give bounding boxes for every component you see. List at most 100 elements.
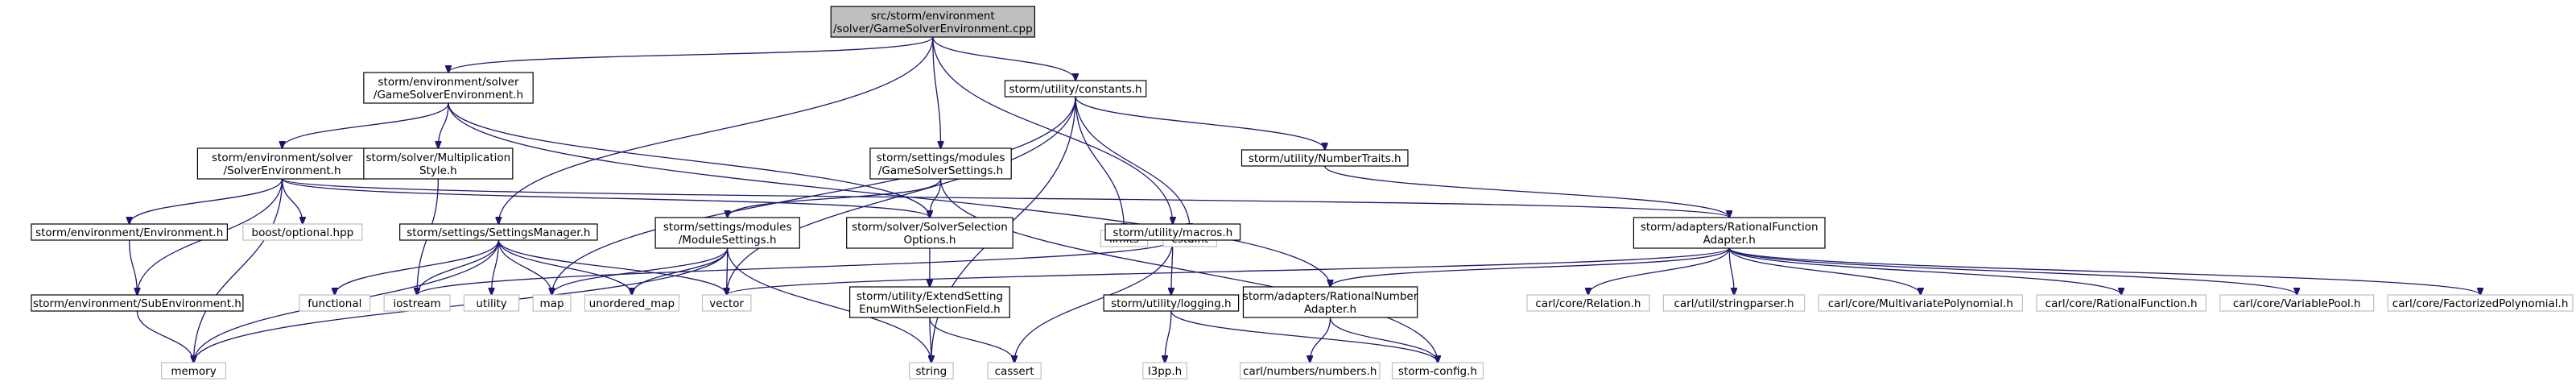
edge-logging-to-l3pp [1165, 310, 1172, 363]
node-box [1239, 362, 1381, 380]
edge-gse_h-to-rna [448, 102, 1331, 287]
edge-se_h-to-boostopt [281, 178, 303, 224]
node-label: carl/core/FactorizedPolynomial.h [2392, 297, 2569, 310]
node-label: storm/solver/SolverSelection [852, 221, 1008, 234]
edge-settingsmgr-to-functional [335, 239, 499, 295]
edge-root-to-constants [932, 36, 1075, 81]
node-box [909, 362, 954, 380]
graph-node-ratfunc: carl/core/RationalFunction.h [2036, 294, 2207, 312]
edge-gss-to-modset [728, 178, 942, 218]
graph-node-settingsmgr[interactable]: storm/settings/SettingsManager.h [399, 223, 598, 241]
node-label: carl/core/Relation.h [1535, 297, 1641, 310]
edge-rna-to-numbers [1310, 317, 1331, 363]
node-label: /SolverEnvironment.h [224, 164, 341, 177]
graph-node-strparser: carl/util/stringparser.h [1662, 294, 1806, 312]
node-box [161, 362, 227, 380]
node-box [383, 294, 451, 312]
node-label: carl/core/MultivariatePolynomial.h [1828, 297, 2013, 310]
edge-env-to-subenv [129, 239, 138, 295]
edge-se_h-to-solversel [281, 178, 930, 218]
node-label: storm/utility/logging.h [1111, 297, 1231, 310]
graph-node-varpool: carl/core/VariablePool.h [2219, 294, 2375, 312]
node-box [299, 294, 371, 312]
edge-gss-to-solversel [930, 178, 942, 218]
node-label: storm/utility/macros.h [1113, 226, 1232, 239]
node-label: carl/util/stringparser.h [1674, 297, 1794, 310]
graph-node-env[interactable]: storm/environment/Environment.h [31, 223, 229, 241]
edge-logging-to-stormcfg [1170, 310, 1438, 363]
node-box [1242, 286, 1418, 318]
node-box [654, 217, 800, 249]
node-label: src/storm/environment [871, 10, 995, 23]
node-label: unordered_map [589, 297, 675, 310]
edge-se_h-to-rfa [281, 178, 1730, 218]
node-label: storm/utility/NumberTraits.h [1249, 152, 1402, 165]
node-label: Adapter.h [1703, 234, 1756, 247]
edge-rfa-to-relation [1588, 247, 1730, 295]
nodes-layer: src/storm/environment/solver/GameSolverE… [31, 6, 2574, 380]
graph-node-subenv[interactable]: storm/environment/SubEnvironment.h [31, 294, 244, 312]
node-label: storm/environment/solver [212, 151, 353, 164]
edge-rfa-to-strparser [1728, 247, 1734, 295]
graph-node-memory: memory [161, 362, 227, 380]
node-box [463, 294, 520, 312]
node-label: /GameSolverSettings.h [878, 164, 1003, 177]
edge-se_h-to-env [130, 178, 283, 224]
node-box [2387, 294, 2574, 312]
node-label: iostream [393, 297, 440, 310]
node-label: storm/settings/modules [663, 221, 792, 234]
node-label: string [915, 365, 947, 378]
edge-settingsmgr-to-vector [497, 239, 726, 295]
graph-node-functional: functional [299, 294, 371, 312]
graph-node-iostream: iostream [383, 294, 451, 312]
graph-node-gse_h[interactable]: storm/environment/solver/GameSolverEnvir… [363, 72, 534, 104]
graph-node-gss[interactable]: storm/settings/modules/GameSolverSetting… [869, 147, 1012, 180]
edge-macros-to-iostream [417, 239, 1174, 295]
node-box [987, 362, 1042, 380]
node-label: vector [709, 297, 744, 310]
graph-node-stormcfg: storm-config.h [1391, 362, 1484, 380]
node-label: storm/settings/SettingsManager.h [407, 226, 590, 239]
graph-node-extsel[interactable]: storm/utility/ExtendSettingEnumWithSelec… [848, 286, 1010, 318]
node-label: l3pp.h [1148, 365, 1182, 378]
graph-node-relation: carl/core/Relation.h [1526, 294, 1650, 312]
node-box [31, 223, 229, 241]
edge-rfa-to-ratfunc [1728, 247, 2121, 295]
node-box [196, 147, 368, 180]
graph-node-logging[interactable]: storm/utility/logging.h [1103, 294, 1240, 312]
edge-modset-to-string [727, 247, 931, 363]
node-box [1391, 362, 1484, 380]
edge-rfa-to-rna [1331, 247, 1730, 287]
graph-node-modset[interactable]: storm/settings/modules/ModuleSettings.h [654, 217, 800, 249]
node-label: carl/core/VariablePool.h [2233, 297, 2361, 310]
node-box [1103, 294, 1240, 312]
node-label: carl/core/RationalFunction.h [2046, 297, 2198, 310]
node-label: memory [171, 365, 216, 378]
edge-root-to-gse_h [448, 36, 934, 73]
edge-rfa-to-vector [727, 247, 1730, 295]
graph-node-se_h[interactable]: storm/environment/solver/SolverEnvironme… [196, 147, 368, 180]
graph-node-numtraits[interactable]: storm/utility/NumberTraits.h [1241, 149, 1409, 167]
graph-node-numbers: carl/numbers/numbers.h [1239, 362, 1381, 380]
graph-node-root[interactable]: src/storm/environment/solver/GameSolverE… [830, 6, 1036, 38]
graph-node-macros[interactable]: storm/utility/macros.h [1104, 223, 1241, 241]
edge-extsel-to-string [930, 317, 931, 363]
node-box [2219, 294, 2375, 312]
edge-root-to-macros [932, 36, 1173, 224]
edge-rfa-to-varpool [1728, 247, 2297, 295]
node-box [1104, 223, 1241, 241]
graph-node-cassert: cassert [987, 362, 1042, 380]
edge-modset-to-memory [194, 247, 729, 363]
edge-rfa-to-factpoly [1728, 247, 2480, 295]
node-box [242, 223, 363, 241]
graph-node-constants[interactable]: storm/utility/constants.h [1004, 80, 1147, 98]
node-box [532, 294, 572, 312]
node-label: cassert [995, 365, 1034, 378]
node-box [1004, 80, 1147, 98]
node-box [584, 294, 679, 312]
node-label: storm/utility/constants.h [1009, 83, 1141, 96]
